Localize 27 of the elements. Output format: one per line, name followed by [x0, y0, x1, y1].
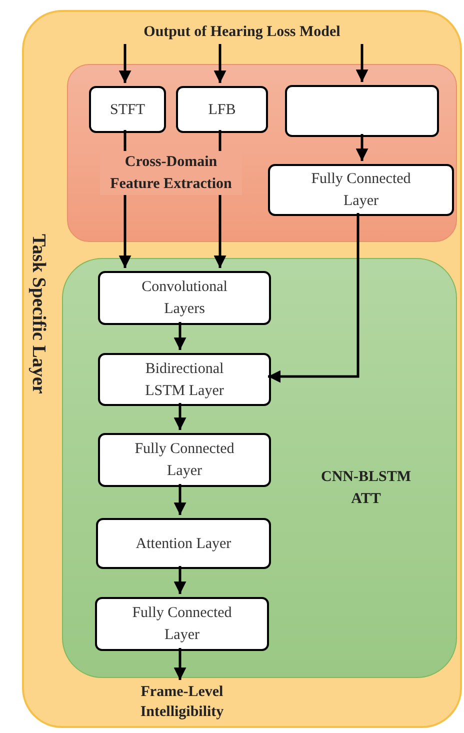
layer-box: Fully Connected Layer: [95, 597, 269, 651]
arrow: [356, 44, 368, 82]
layer-box: [285, 85, 439, 137]
arrow: [118, 44, 132, 83]
panel-label: Cross-Domain Feature Extraction: [100, 151, 242, 195]
model-panel: [62, 258, 457, 678]
layer-box: Convolutional Layers: [98, 271, 271, 325]
arrow: [174, 566, 186, 594]
layer-box: Fully Connected Layer: [98, 433, 271, 487]
layer-box: LFB: [176, 86, 268, 133]
panel-label: CNN-BLSTM ATT: [320, 468, 412, 509]
io-label: Output of Hearing Loss Model: [92, 22, 392, 46]
arrow: [214, 44, 226, 83]
layer-box: Bidirectional LSTM Layer: [98, 353, 271, 406]
layer-box: STFT: [89, 86, 166, 133]
arrow: [268, 213, 360, 383]
arrow: [174, 322, 186, 350]
arrow: [174, 403, 186, 430]
layer-box: Fully Connected Layer: [268, 164, 454, 216]
outer-panel: [22, 10, 462, 728]
arrow: [356, 134, 368, 161]
arrow: [174, 648, 186, 680]
io-label: Frame-Level Intelligibility: [112, 682, 252, 726]
panel-label: Task Specific Layer: [29, 234, 48, 394]
layer-box: Attention Layer: [96, 518, 271, 569]
arrow: [174, 484, 186, 515]
feature-panel: [67, 64, 457, 242]
